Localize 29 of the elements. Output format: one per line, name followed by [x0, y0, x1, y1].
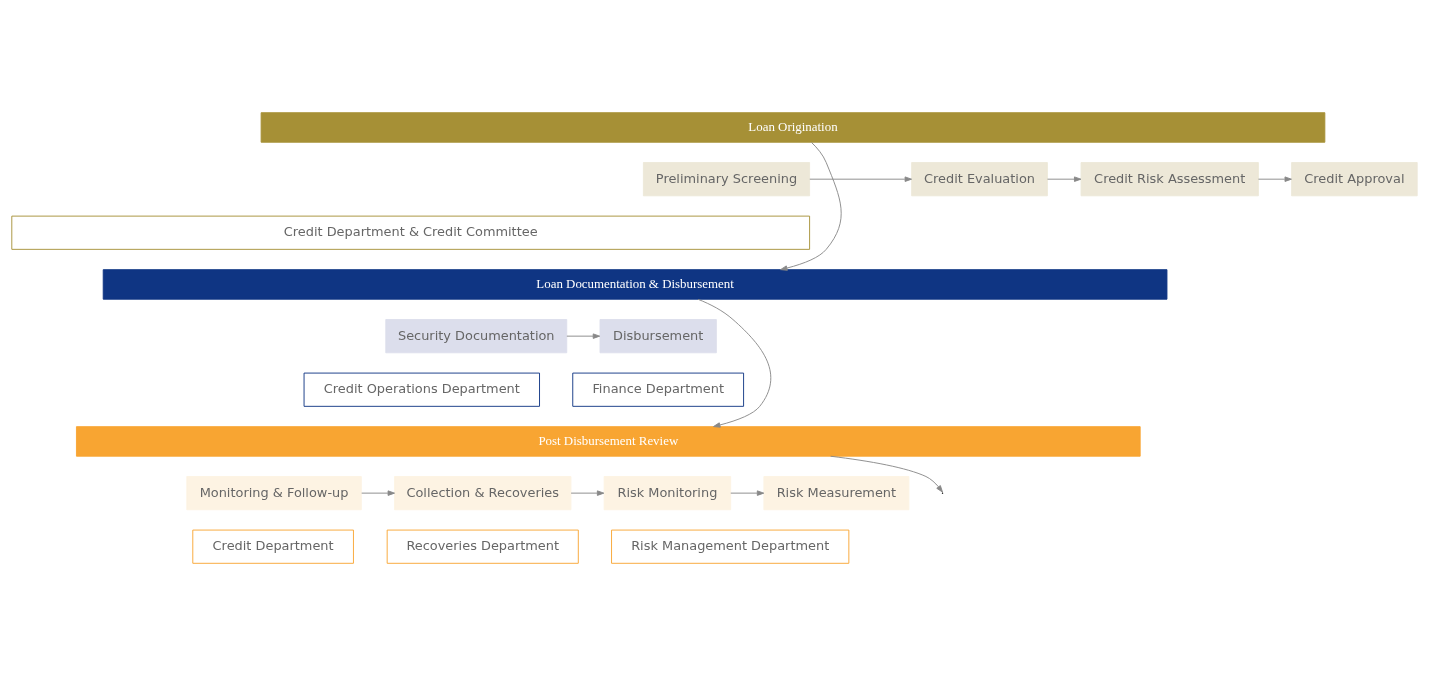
node-box: Credit Approval	[1291, 161, 1418, 196]
node-box: Monitoring & Follow-up	[186, 475, 362, 510]
node-box: Collection & Recoveries	[394, 475, 572, 510]
arrow	[1047, 175, 1082, 182]
node-box: Credit Operations Department	[303, 372, 540, 407]
node-box: Finance Department	[572, 372, 745, 407]
arrow	[697, 298, 772, 428]
node-box: Loan Documentation & Disbursement	[102, 268, 1168, 300]
node-box: Credit Evaluation	[911, 161, 1048, 196]
arrow	[1258, 175, 1292, 182]
node-box: Recoveries Department	[386, 529, 579, 564]
node-box: Credit Department & Credit Committee	[11, 215, 811, 250]
arrow	[566, 332, 601, 339]
arrow	[361, 489, 395, 496]
node-box: Post Disbursement Review	[76, 425, 1141, 457]
arrow	[830, 455, 943, 493]
node-box: Security Documentation	[385, 318, 568, 353]
node-box: Risk Monitoring	[603, 475, 732, 510]
node-box: Loan Origination	[260, 111, 1326, 143]
node-box: Disbursement	[599, 318, 717, 353]
node-box: Credit Risk Assessment	[1080, 161, 1259, 196]
node-box: Risk Management Department	[611, 529, 850, 564]
arrow	[570, 489, 605, 496]
arrow	[730, 489, 765, 496]
node-box: Credit Department	[192, 529, 354, 564]
node-box: Risk Measurement	[763, 475, 910, 510]
node-box: Preliminary Screening	[642, 161, 811, 196]
arrow	[809, 175, 912, 182]
arrow	[780, 141, 842, 271]
